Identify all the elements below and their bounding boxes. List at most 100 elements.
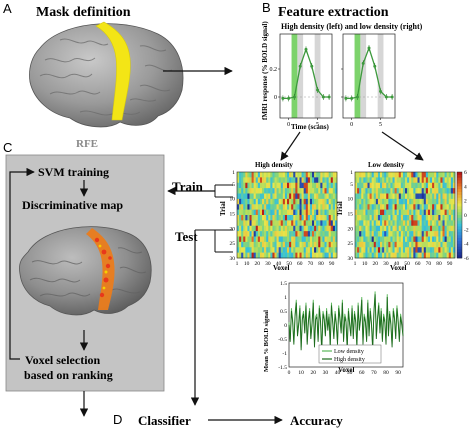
mean-y-tick: -1.5 [278, 365, 287, 371]
heatmap-cell [398, 247, 402, 253]
heatmap-cell [293, 241, 296, 248]
heatmap-cell [380, 209, 383, 216]
heatmap-cell [425, 209, 429, 216]
heatmap-cell [405, 220, 408, 227]
heatmap-cell [359, 182, 362, 189]
heatmap-cell [243, 220, 246, 227]
heatmap-cell [371, 252, 375, 259]
heatmap-cell [413, 209, 416, 216]
heatmap-cell [278, 198, 282, 205]
heatmap-cell [417, 182, 420, 189]
heatmap-cell [324, 252, 327, 259]
heatmap-cell [438, 172, 441, 178]
heatmap-cell [287, 188, 290, 194]
colorbar-step [457, 194, 462, 199]
heatmap-cell [314, 236, 317, 243]
heatmap-cell [357, 231, 360, 237]
heatmap-cell [400, 241, 404, 248]
classifier-label: Classifier [138, 413, 191, 428]
heatmap-cell [274, 236, 277, 243]
heatmap-cell [367, 252, 370, 259]
heatmap-cell [318, 215, 321, 221]
heatmap-cell [326, 231, 329, 237]
heatmap-cell [423, 252, 427, 259]
heatmap-cell [257, 198, 261, 205]
heatmap-cell [270, 225, 273, 232]
heatmap-cell [398, 204, 402, 210]
heatmap-cell [284, 188, 288, 194]
heatmap-cell [409, 204, 412, 210]
heatmap-cell [421, 172, 425, 178]
heatmap-cell [268, 204, 271, 210]
heatmap-cell [251, 252, 254, 259]
heatmap-cell [396, 236, 400, 243]
heatmap-cell [297, 188, 300, 194]
heatmap-cell [289, 177, 292, 184]
heatmap-cell [297, 241, 300, 248]
heatmap-cell [276, 252, 279, 259]
heatmap-cell [407, 215, 410, 221]
bold-point [379, 89, 383, 93]
heatmap-cell [280, 252, 284, 259]
heatmap-cell [237, 209, 240, 216]
heatmap-cell [309, 193, 313, 200]
heatmap-cell [427, 209, 431, 216]
heatmap-cell [423, 209, 427, 216]
heatmap-cell [291, 247, 294, 253]
heatmap-cell [402, 215, 406, 221]
heatmap-cell [237, 236, 240, 243]
heatmap-cell [369, 215, 372, 221]
heatmap-cell [257, 231, 261, 237]
heatmap-cell [289, 241, 292, 248]
heatmap-cell [299, 188, 302, 194]
heatmap-cell [284, 215, 288, 221]
heatmap-cell [452, 252, 456, 259]
heatmap-cell [241, 172, 244, 178]
heatmap-cell [400, 225, 404, 232]
heatmap-cell [392, 241, 395, 248]
heatmap-cell [386, 204, 389, 210]
heatmap-cell [425, 252, 429, 259]
heatmap-cell [413, 225, 416, 232]
heatmap-cell [373, 182, 377, 189]
heatmap-cell [419, 236, 422, 243]
heatmap-cell [299, 182, 302, 189]
heatmap-cell [322, 231, 325, 237]
heatmap-cell [390, 215, 393, 221]
heatmap-cell [390, 198, 393, 205]
heatmap-cell [392, 204, 395, 210]
heatmap-cell [450, 188, 454, 194]
heatmap-cell [367, 177, 370, 184]
heatmap-cell [328, 252, 332, 259]
heatmap-cell [299, 252, 302, 259]
heatmap-cell [402, 252, 406, 259]
heatmap-cell [384, 209, 387, 216]
heatmap-cell [361, 209, 364, 216]
heatmap-cell [425, 231, 429, 237]
heatmap-cell [440, 247, 443, 253]
heatmap-cell [373, 209, 377, 216]
heatmap-cell [299, 209, 302, 216]
heatmap-cell [309, 236, 313, 243]
heatmap-cell [405, 231, 408, 237]
heatmap-cell [434, 215, 437, 221]
heatmap-cell [314, 204, 317, 210]
heatmap-cell [299, 198, 302, 205]
heatmap-cell [434, 198, 437, 205]
heatmap-cell [303, 247, 307, 253]
heatmap-cell [253, 182, 257, 189]
heatmap-cell [405, 236, 408, 243]
heatmap-cell [392, 231, 395, 237]
heatmap-cell [328, 198, 332, 205]
heatmap-cell [276, 188, 279, 194]
heatmap-cell [384, 236, 387, 243]
heatmap-cell [402, 198, 406, 205]
heatmap-cell [382, 215, 385, 221]
heatmap-cell [241, 236, 244, 243]
panel-b-title: Feature extraction [278, 5, 389, 20]
heatmap-cell [295, 182, 298, 189]
heatmap-cell [407, 172, 410, 178]
heatmap-x-tick: 70 [308, 261, 314, 267]
heatmap-cell [390, 247, 393, 253]
heatmap-cell [423, 172, 427, 178]
